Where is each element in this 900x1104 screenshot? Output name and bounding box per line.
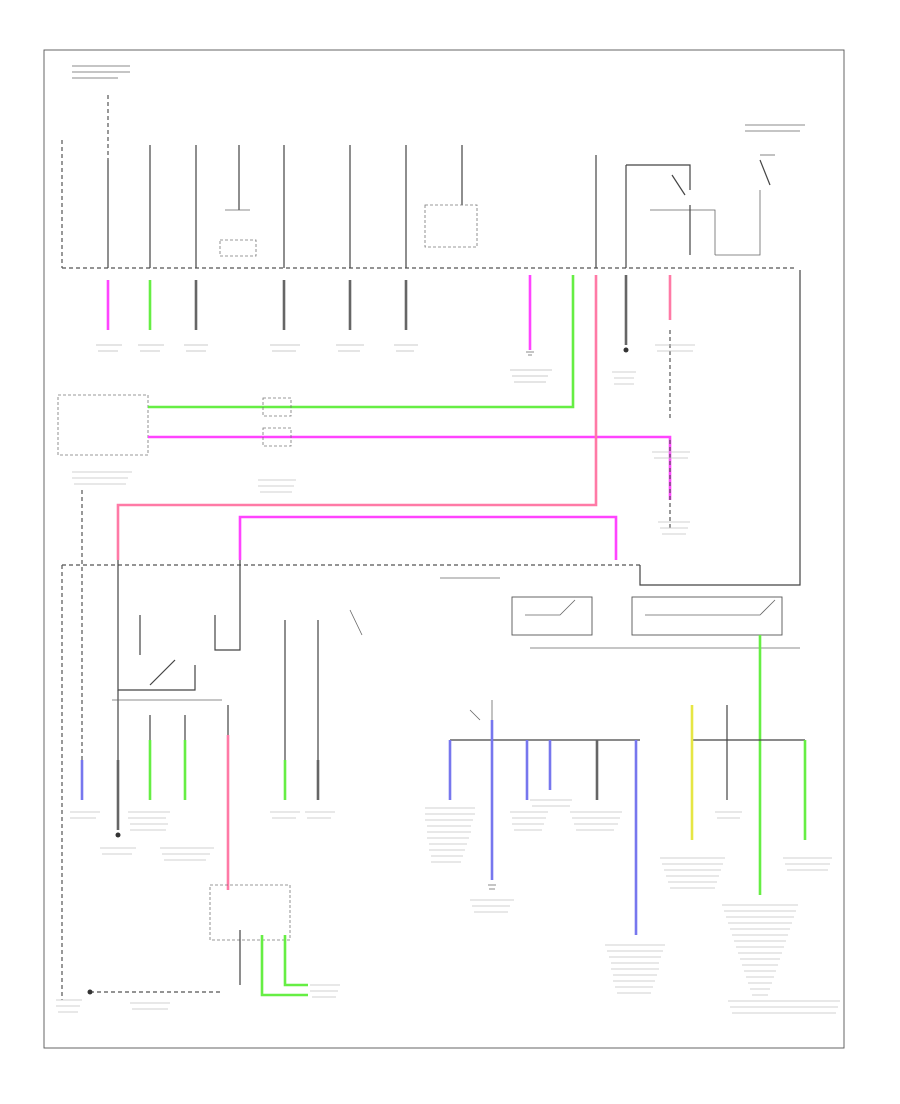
relay-switch-2 <box>645 599 776 616</box>
relay-block-1 <box>424 204 478 248</box>
ground-symbol-2 <box>488 884 496 890</box>
bottom-left-module <box>209 884 291 941</box>
ground-symbol-1 <box>526 351 534 356</box>
left-branch-3 <box>214 560 241 651</box>
left-module-box <box>57 394 149 456</box>
relay-box-left <box>511 596 593 636</box>
magenta-wire-second <box>238 515 618 560</box>
right-relay-cluster <box>595 154 775 268</box>
lower-left-stubs <box>80 735 320 890</box>
connector-box-2 <box>262 397 292 417</box>
connector-box-1 <box>262 427 292 447</box>
relay-box-right <box>631 596 783 636</box>
lower-center-fuse <box>469 700 493 721</box>
ground-point-2 <box>115 832 121 838</box>
relay-switch-3 <box>149 659 176 686</box>
top-wire-stubs <box>106 275 672 350</box>
diagram-frame <box>43 49 845 1049</box>
lower-center-stubs <box>448 720 638 935</box>
bottom-green-wire-2 <box>283 935 308 987</box>
pink-wire-long <box>116 330 598 560</box>
relay-switch-1 <box>525 599 576 616</box>
left-branch-relay <box>117 560 196 691</box>
ground-point-1 <box>623 347 629 353</box>
ground-point-3 <box>87 989 93 995</box>
magenta-wire-horizontal <box>148 435 672 500</box>
top-junction-block-outline <box>61 140 795 269</box>
green-wire-horizontal <box>148 330 575 409</box>
top-label-ticks <box>72 65 805 132</box>
top-fuse-row <box>149 145 463 268</box>
mid-fuse-3 <box>349 609 363 636</box>
right-bus-line <box>639 270 801 586</box>
lower-label-blocks <box>56 344 840 1014</box>
top-stub-labels <box>96 344 552 383</box>
relay-block-2 <box>219 239 257 257</box>
bottom-green-wire-1 <box>260 935 308 997</box>
lower-left-fuses <box>149 705 229 740</box>
